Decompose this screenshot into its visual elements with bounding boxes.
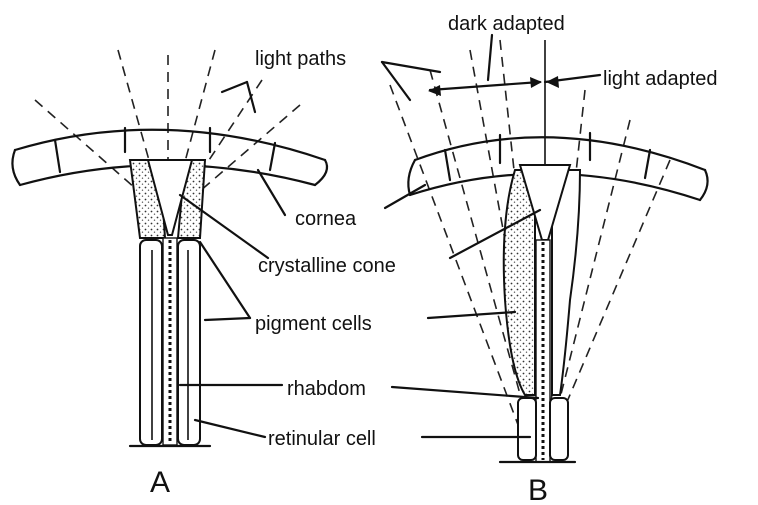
panel-b-ommatidium bbox=[390, 40, 708, 462]
label-light-adapted: light adapted bbox=[603, 68, 718, 90]
label-crystalline-cone: crystalline cone bbox=[258, 255, 396, 277]
label-light-paths: light paths bbox=[255, 48, 346, 70]
label-retinular-cell: retinular cell bbox=[268, 428, 376, 450]
label-dark-adapted: dark adapted bbox=[448, 13, 565, 35]
label-cornea: cornea bbox=[295, 208, 357, 230]
label-rhabdom: rhabdom bbox=[287, 378, 366, 400]
panel-label-a: A bbox=[150, 466, 170, 499]
panel-label-b: B bbox=[528, 474, 548, 505]
label-pigment-cells: pigment cells bbox=[255, 313, 372, 335]
panel-a-cells bbox=[130, 238, 210, 446]
panel-a-ommatidium bbox=[12, 50, 327, 446]
panel-a-cone bbox=[130, 160, 205, 238]
